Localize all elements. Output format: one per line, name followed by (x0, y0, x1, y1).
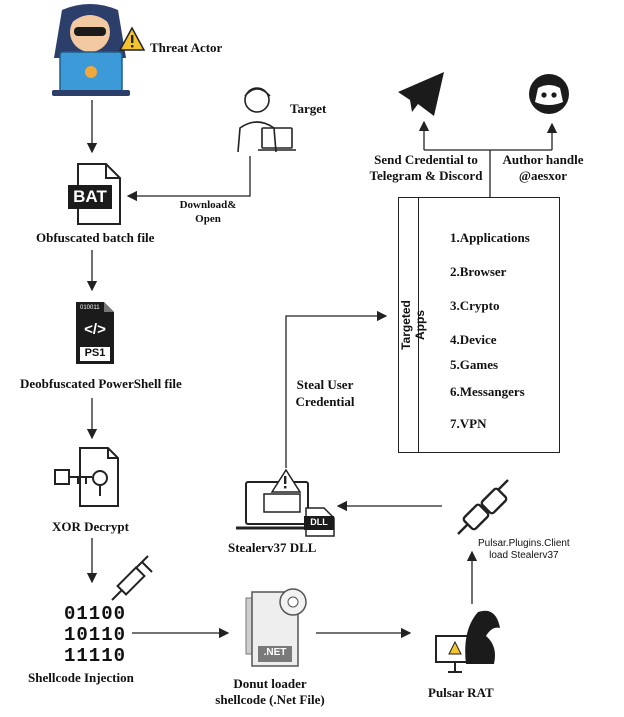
targeted-app-item: 7.VPN (450, 416, 487, 431)
targeted-apps-box (398, 197, 560, 453)
targeted-apps-divider (418, 197, 419, 453)
powershell-file-label: Deobfuscated PowerShell file (20, 376, 182, 391)
ps-icon-text: PS1 (84, 347, 106, 359)
bat-file-icon (68, 163, 121, 225)
net-icon-text: .NET (263, 647, 287, 658)
discord-icon (529, 74, 569, 114)
net-file-icon (245, 588, 307, 667)
warning-icon (118, 26, 146, 51)
steal-user-label: Steal User Credential (295, 377, 355, 409)
telegram-icon (398, 72, 444, 116)
pulsar-rat-icon (435, 610, 500, 673)
connector-box-to-exfil (424, 149, 552, 197)
donut-loader-label: Donut loader shellcode (.Net File) (215, 676, 325, 707)
threat-actor-label: Threat Actor (150, 40, 223, 55)
dll-icon-text: DLL (310, 517, 328, 527)
target-user-icon (237, 87, 296, 153)
targeted-apps-title: Targeted Apps (399, 300, 427, 350)
xor-decrypt-icon (54, 447, 119, 507)
targeted-app-item: 1.Applications (450, 230, 530, 245)
targeted-app-item: 5.Games (450, 357, 499, 372)
author-handle-label: Author handle @aesxor (502, 152, 584, 183)
shellcode-binary-row: 10110 (64, 624, 127, 646)
send-credential-label: Send Credential to Telegram & Discord (369, 152, 483, 183)
pulsar-rat-label: Pulsar RAT (428, 685, 494, 700)
targeted-app-item: 2.Browser (450, 264, 507, 279)
targeted-app-item: 6.Messangers (450, 384, 525, 399)
xor-decrypt-label: XOR Decrypt (52, 519, 129, 534)
targeted-app-item: 4.Device (450, 332, 497, 347)
pulsar-plugin-label: Pulsar.Plugins.Client load Stealerv37 (478, 538, 570, 561)
arrow-stealer-to-apps (285, 310, 388, 468)
syringe-icon (111, 555, 153, 601)
plug-icon (457, 479, 509, 535)
shellcode-binary-row: 01100 (64, 603, 127, 625)
shellcode-binary: 01100 10110 11110 (64, 604, 126, 667)
powershell-file-icon (76, 302, 114, 364)
download-open-label: Download& Open (179, 199, 237, 225)
threat-actor-icon (52, 4, 130, 96)
bat-icon-text: BAT (73, 187, 107, 206)
stealer-dll-label: Stealerv37 DLL (228, 540, 317, 555)
arrow-target-to-bat (126, 156, 251, 202)
ps-icon-code: </> (84, 321, 106, 338)
flow-arrows (86, 100, 558, 639)
targeted-app-item: 3.Crypto (450, 298, 500, 313)
shellcode-binary-row: 11110 (64, 645, 127, 667)
shellcode-injection-label: Shellcode Injection (28, 670, 134, 685)
ps-icon-bits: 010011 (80, 305, 100, 311)
stealer-dll-icon (236, 468, 335, 537)
target-label: Target (290, 101, 327, 116)
batch-file-label: Obfuscated batch file (36, 230, 155, 245)
